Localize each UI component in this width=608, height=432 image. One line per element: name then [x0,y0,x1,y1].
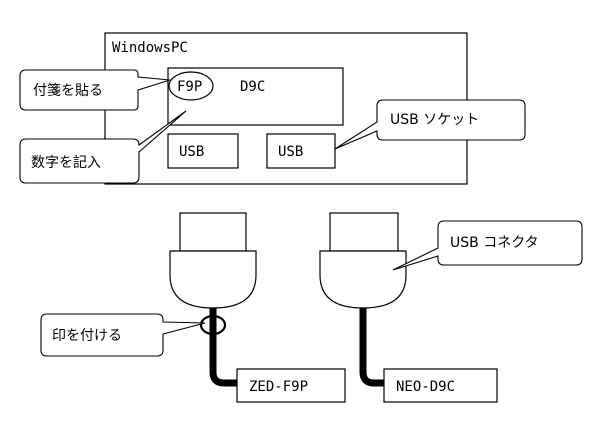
pc-title: WindowsPC [112,40,188,56]
callout-mark: 印を付ける [40,313,206,357]
left-usb-plug-tip [179,212,247,252]
callout-usb-socket-bubble [334,99,526,150]
left-cable-label: ZED-F9P [249,379,308,395]
callout-mark-text: 印を付ける [52,328,122,344]
callout-mark-bubble [40,313,206,357]
callout-write-number: 数字を記入 [19,110,187,184]
callout-usb-connector: USB コネクタ [392,220,583,271]
right-cable-label: NEO-D9C [396,379,455,395]
callout-usb-connector-text: USB コネクタ [450,235,539,251]
callout-sticky-note: 付箋を貼る [19,69,171,111]
callout-usb-socket-text: USB ソケット [390,112,479,128]
usb-port-2 [266,133,336,169]
right-cable-label-box [383,368,498,403]
screen-label-d9c: D9C [240,79,265,95]
right-cable-wire [359,304,388,387]
left-cable-mark-ring [199,314,227,336]
pc-screen-area [167,67,344,126]
cable-zed-f9p: ZED-F9P [169,212,346,403]
cable-neo-d9c: NEO-D9C [319,212,498,403]
screen-label-f9p: F9P [177,79,202,95]
callout-sticky-note-bubble [19,69,171,111]
left-usb-connector-body [169,250,257,309]
usb-port-2-label: USB [278,144,303,160]
right-usb-connector-body [319,250,407,309]
left-cable-wire [209,304,241,387]
windows-pc: WindowsPC F9P D9C USB USB [104,32,468,185]
callout-sticky-note-text: 付箋を貼る [33,83,103,99]
label-circle [168,71,214,101]
callout-usb-connector-bubble [392,220,583,271]
usb-port-1-label: USB [179,144,204,160]
callout-write-number-text: 数字を記入 [31,154,101,171]
left-cable-label-box [236,368,346,403]
callout-write-number-bubble [19,110,187,184]
callout-usb-socket: USB ソケット [334,99,526,150]
right-usb-plug-tip [329,212,399,252]
usb-port-1 [167,133,239,169]
